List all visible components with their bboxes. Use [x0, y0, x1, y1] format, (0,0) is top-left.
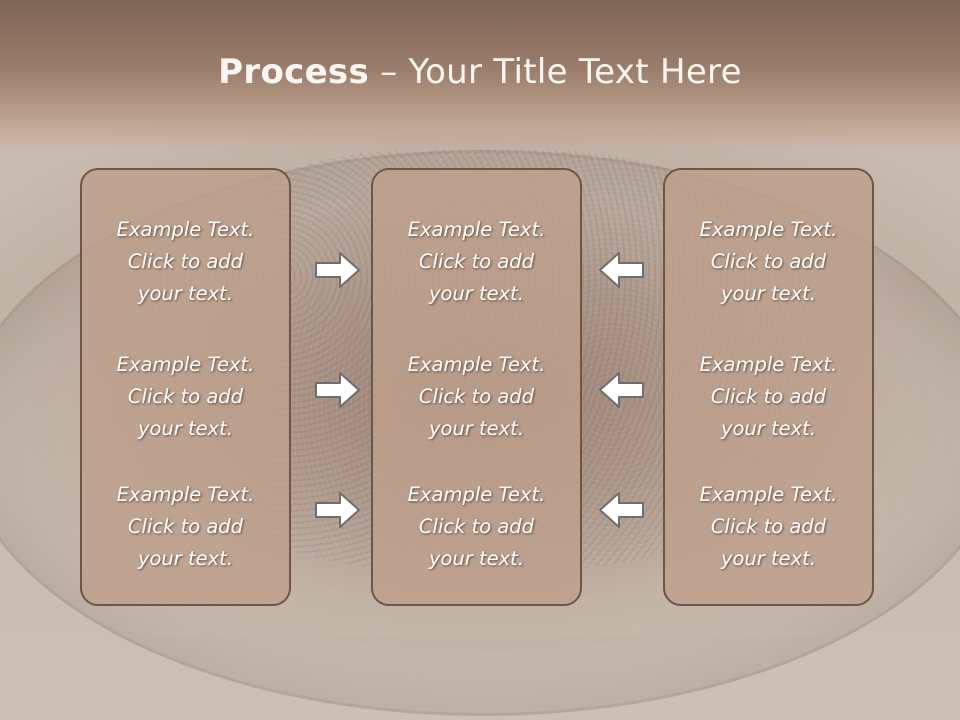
right-arrow-icon[interactable] [314, 490, 362, 530]
text-line: Click to add [710, 385, 827, 408]
background-bowl [0, 150, 960, 716]
text-line: Example Text. [116, 218, 255, 241]
text-line: Example Text. [407, 218, 546, 241]
text-line: Example Text. [407, 483, 546, 506]
text-line: your text. [428, 417, 525, 440]
text-block[interactable]: Example Text. Click to add your text. [373, 479, 580, 575]
text-line: Example Text. [407, 353, 546, 376]
text-block[interactable]: Example Text. Click to add your text. [82, 214, 289, 310]
text-line: your text. [428, 547, 525, 570]
text-line: Click to add [127, 515, 244, 538]
text-block[interactable]: Example Text. Click to add your text. [665, 479, 872, 575]
text-line: Click to add [127, 250, 244, 273]
text-line: Click to add [418, 250, 535, 273]
text-line: Click to add [710, 515, 827, 538]
left-arrow-icon[interactable] [597, 250, 645, 290]
text-block[interactable]: Example Text. Click to add your text. [82, 349, 289, 445]
process-panel-left[interactable]: Example Text. Click to add your text. Ex… [80, 168, 291, 606]
left-arrow-icon[interactable] [597, 490, 645, 530]
text-line: Example Text. [116, 483, 255, 506]
title-bold: Process [218, 52, 370, 92]
slide-title[interactable]: Process – Your Title Text Here [0, 52, 960, 92]
text-line: your text. [428, 282, 525, 305]
text-line: Click to add [418, 515, 535, 538]
text-line: your text. [720, 282, 817, 305]
title-rest: – Your Title Text Here [369, 52, 742, 92]
process-panel-right[interactable]: Example Text. Click to add your text. Ex… [663, 168, 874, 606]
text-block[interactable]: Example Text. Click to add your text. [82, 479, 289, 575]
text-line: Click to add [127, 385, 244, 408]
text-line: your text. [137, 417, 234, 440]
text-line: your text. [137, 547, 234, 570]
process-panel-center[interactable]: Example Text. Click to add your text. Ex… [371, 168, 582, 606]
text-line: your text. [720, 547, 817, 570]
text-line: Click to add [710, 250, 827, 273]
text-line: Click to add [418, 385, 535, 408]
text-line: Example Text. [116, 353, 255, 376]
left-arrow-icon[interactable] [597, 370, 645, 410]
text-line: Example Text. [699, 353, 838, 376]
title-bar [0, 0, 960, 150]
text-line: your text. [137, 282, 234, 305]
text-block[interactable]: Example Text. Click to add your text. [373, 214, 580, 310]
right-arrow-icon[interactable] [314, 250, 362, 290]
text-line: your text. [720, 417, 817, 440]
text-block[interactable]: Example Text. Click to add your text. [665, 349, 872, 445]
text-block[interactable]: Example Text. Click to add your text. [373, 349, 580, 445]
right-arrow-icon[interactable] [314, 370, 362, 410]
text-block[interactable]: Example Text. Click to add your text. [665, 214, 872, 310]
text-line: Example Text. [699, 483, 838, 506]
text-line: Example Text. [699, 218, 838, 241]
